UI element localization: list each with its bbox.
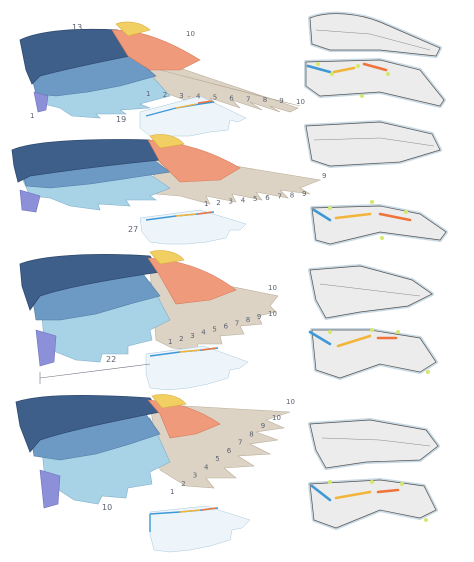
wing-1: 13 10 19 1 1 2 3 4 5 6 7 8 9 10 — [19, 21, 305, 137]
primary-number: 2 — [163, 91, 167, 99]
primary-number: 7 — [246, 95, 250, 103]
primary-number: 1 — [170, 488, 174, 496]
wing-3-mini — [145, 345, 249, 391]
primary-number: 4 — [204, 463, 209, 471]
primary-number: 4 — [196, 93, 201, 101]
primary-number: 3 — [193, 472, 197, 480]
primary-number: 6 — [227, 447, 232, 455]
primary-number: 5 — [253, 195, 257, 203]
primary-number: 4 — [241, 196, 246, 204]
primary-number: 6 — [229, 94, 234, 102]
primary-number: 10 — [272, 414, 281, 422]
sketch-1-spread — [304, 58, 446, 108]
wing-1-secondaries-count: 19 — [116, 115, 126, 124]
primary-number: 7 — [235, 319, 239, 327]
wing-1-coverts-count: 13 — [72, 23, 82, 32]
wing-4-secondaries-count: 10 — [102, 503, 112, 512]
primary-number: 3 — [179, 92, 183, 100]
sketch-1-folded — [308, 11, 442, 58]
primary-number: 8 — [263, 96, 267, 104]
wing-4-primaries-count: 10 — [286, 398, 295, 406]
wing-3-feathers — [19, 250, 279, 367]
primary-number: 9 — [257, 313, 261, 321]
sketch-4-folded — [308, 418, 440, 470]
wing-2-primaries-count: 9 — [322, 172, 326, 180]
wing-3-length-guide — [39, 363, 151, 384]
primary-number: 8 — [290, 191, 294, 199]
primary-number: 4 — [201, 329, 206, 337]
wing-3-primaries-count: 10 — [268, 284, 277, 292]
sketch-2-folded — [304, 120, 442, 168]
primary-number: 3 — [190, 332, 194, 340]
wing-1-feathers — [19, 21, 301, 119]
primary-number: 7 — [278, 193, 282, 201]
primary-number: 1 — [168, 338, 172, 346]
primary-number: 8 — [246, 316, 250, 324]
primary-number: 6 — [265, 194, 270, 202]
wing-4-mini — [149, 505, 251, 553]
sketch-2-spread — [310, 200, 448, 246]
primary-number: 5 — [212, 326, 216, 334]
wing-2-mini — [139, 209, 247, 245]
primary-number: 2 — [181, 480, 185, 488]
wing-2-feathers — [11, 134, 322, 213]
wing-4-feathers — [15, 394, 291, 509]
sketch-4-spread — [308, 478, 438, 530]
wing-1-leading-label: 1 — [30, 112, 34, 120]
primary-number: 10 — [296, 98, 305, 106]
primary-number: 7 — [238, 439, 242, 447]
primary-number: 5 — [215, 455, 219, 463]
primary-number: 9 — [261, 422, 265, 430]
primary-number: 1 — [204, 200, 208, 208]
primary-number: 1 — [146, 90, 150, 98]
primary-number: 3 — [229, 198, 233, 206]
sketch-3-spread — [308, 328, 438, 380]
primary-number: 9 — [279, 97, 283, 105]
wing-1-primaries-count: 10 — [186, 30, 195, 38]
primary-number: 8 — [249, 430, 253, 438]
wing-3-secondaries-count: 22 — [106, 355, 116, 364]
wing-2-secondaries-count: 27 — [128, 225, 138, 234]
sketch-3-folded — [308, 264, 434, 320]
primary-number: 2 — [179, 335, 183, 343]
wing-1-primary-numbers: 1 2 3 4 5 6 7 8 9 10 — [146, 90, 305, 106]
skeleton-sketches — [304, 11, 448, 530]
primary-number: 9 — [302, 190, 306, 198]
primary-number: 6 — [224, 322, 229, 330]
primary-number: 10 — [268, 310, 277, 318]
primary-number: 2 — [216, 199, 220, 207]
primary-number: 5 — [213, 94, 217, 102]
wing-1-mini — [139, 95, 247, 137]
